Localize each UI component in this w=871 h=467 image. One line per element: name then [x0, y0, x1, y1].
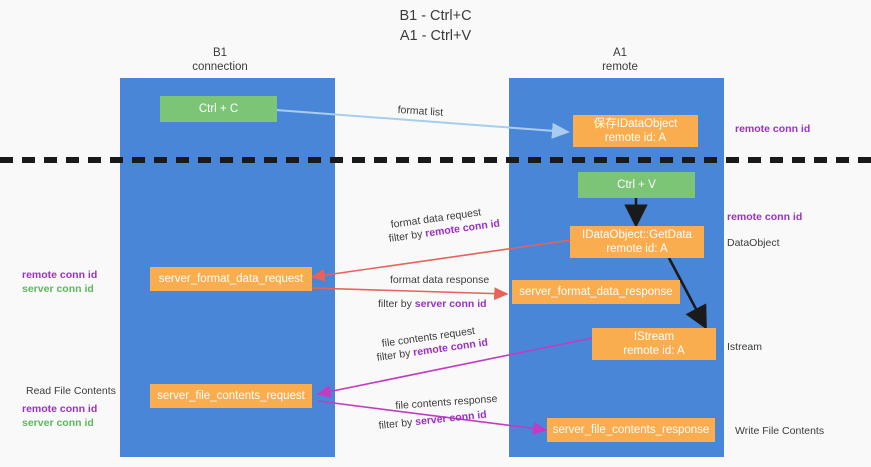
column-a1-name: A1	[612, 47, 628, 59]
node-server-format-data-response[interactable]: server_format_data_response	[512, 280, 680, 304]
annotation-left-mid-server: server conn id	[22, 282, 94, 295]
annotation-right-istream: Istream	[727, 341, 763, 353]
column-b1-name: B1	[212, 47, 228, 59]
node-ctrl-c-label: Ctrl + C	[198, 103, 239, 115]
node-getdata-id: remote id: A	[606, 243, 668, 255]
edge-label-format-list: format list	[397, 104, 444, 119]
annotation-left-bot-remote: remote conn id	[22, 403, 98, 415]
annotation-left-mid-conn-ids: remote conn id server conn id	[22, 269, 97, 296]
node-istream-id: remote id: A	[623, 345, 685, 357]
node-save-idataobject-title: 保存IDataObject	[593, 118, 678, 130]
node-istream[interactable]: IStream remote id: A	[592, 328, 716, 360]
node-ctrl-c[interactable]: Ctrl + C	[160, 96, 277, 122]
annotation-left-bot-conn-ids: remote conn id server conn id	[22, 403, 97, 430]
node-server-format-data-response-label: server_format_data_response	[519, 286, 673, 298]
node-server-file-contents-request-label: server_file_contents_request	[157, 390, 305, 402]
filter-prefix: filter by	[378, 416, 416, 432]
node-server-file-contents-response-label: server_file_contents_response	[552, 424, 710, 436]
annotation-right-write-file-contents: Write File Contents	[735, 425, 825, 437]
node-server-format-data-request[interactable]: server_format_data_request	[150, 267, 312, 291]
node-idataobject-getdata[interactable]: IDataObject::GetData remote id: A	[570, 226, 704, 258]
node-istream-title: IStream	[633, 331, 675, 343]
node-server-file-contents-response[interactable]: server_file_contents_response	[547, 418, 715, 442]
filter-key-server-conn-id: server conn id	[414, 408, 488, 429]
column-a1-sub: remote	[602, 61, 638, 73]
node-server-format-data-request-label: server_format_data_request	[158, 273, 304, 285]
title-line-1: B1 - Ctrl+C	[399, 8, 472, 24]
filter-prefix: filter by	[378, 298, 415, 310]
column-b1-sub: connection	[192, 61, 248, 73]
node-save-idataobject[interactable]: 保存IDataObject remote id: A	[573, 115, 698, 147]
diagram-title: B1 - Ctrl+C A1 - Ctrl+V	[0, 6, 871, 46]
annotation-left-read-file-contents: Read File Contents	[26, 385, 116, 397]
edge-label-file-contents-response-filter: filter by server conn id	[378, 409, 487, 433]
node-server-file-contents-request[interactable]: server_file_contents_request	[150, 384, 312, 408]
node-ctrl-v-label: Ctrl + V	[617, 179, 656, 191]
filter-key-server-conn-id: server conn id	[414, 298, 487, 310]
annotation-right-mid-remote-conn-id: remote conn id	[727, 211, 803, 223]
annotation-right-top-remote-conn-id: remote conn id	[735, 123, 811, 135]
edge-label-format-data-response-filter: filter by server conn id	[378, 298, 487, 311]
annotation-right-dataobject: DataObject	[727, 237, 780, 249]
node-getdata-title: IDataObject::GetData	[582, 229, 692, 241]
node-save-idataobject-id: remote id: A	[604, 132, 667, 144]
column-caption-a1: A1 remote	[540, 46, 700, 74]
annotation-left-mid-remote: remote conn id	[22, 269, 98, 281]
annotation-left-bot-server: server conn id	[22, 416, 94, 429]
edge-label-format-data-response: format data response	[390, 274, 490, 286]
column-caption-b1: B1 connection	[140, 46, 300, 74]
node-ctrl-v[interactable]: Ctrl + V	[578, 172, 695, 198]
title-line-2: A1 - Ctrl+V	[399, 28, 472, 44]
